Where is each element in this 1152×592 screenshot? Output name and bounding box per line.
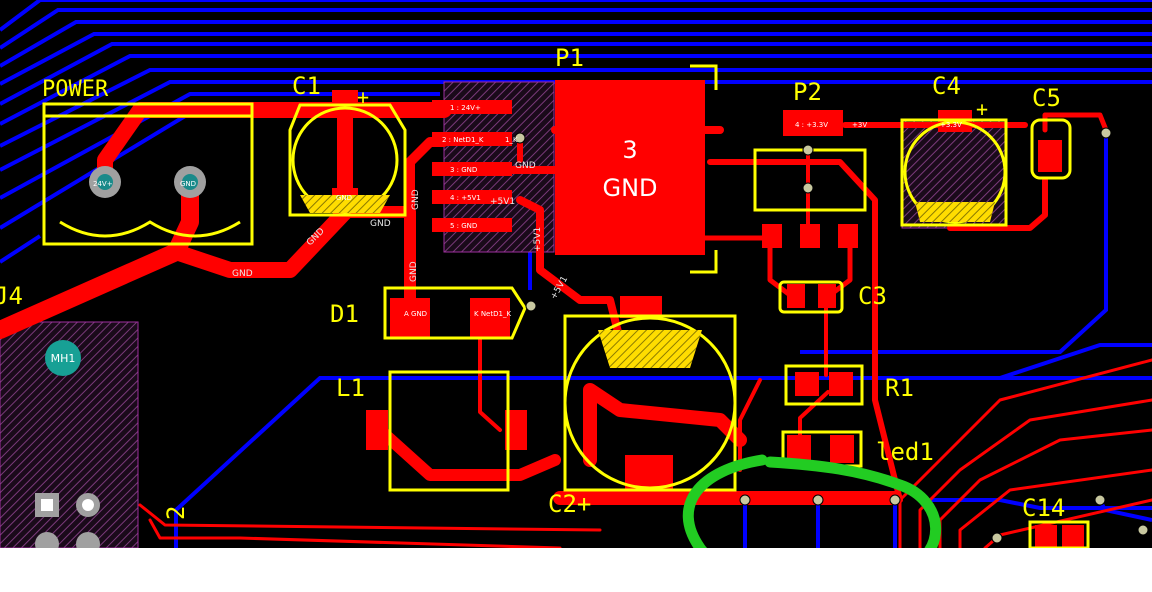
label-led1: led1 [876,438,934,466]
via [525,300,537,312]
via [514,132,526,144]
label-power: POWER [42,77,109,102]
label-partial: 2 [162,506,190,520]
power-connector-outline [42,102,254,246]
via [991,532,1003,544]
designators: POWER C1 + P1 P2 C4 + C5 C3 D1 L1 C2+ R1… [0,44,1065,522]
power-pads [35,166,206,548]
label-c1: C1 [292,72,321,100]
c1-pin-label: GND [336,194,352,202]
via [802,182,814,194]
net-label: +5V1 [533,227,543,252]
mounting-hole-label: MH1 [51,352,76,365]
p1-pin-3: 3 : GND [450,166,477,174]
c4-pin-tag: +3.3V [940,121,962,129]
vias [514,127,1149,544]
c1-outline [288,103,407,217]
label-j4: J4 [0,282,23,310]
p2-pin-tag: +3V [852,121,867,129]
p1-tab-pad [555,80,705,255]
label-c14: C14 [1022,494,1065,522]
power-pin-1-label: 24V+ [93,180,113,188]
c2-outline [563,314,737,492]
p2-pin-label: 4 : +3.3V [795,121,828,129]
pcb-layout: POWER C1 + P1 P2 C4 + C5 C3 D1 L1 C2+ R1… [0,0,1152,548]
label-c4: C4 [932,72,961,100]
c3-outline [778,280,844,314]
p1-pad-net: GND [602,174,657,202]
c5-outline [1030,118,1072,180]
power-pin-2-label: GND [180,180,196,188]
d1-outline [383,286,527,340]
pad-labels: 24V+ GND 1 : 24V+ 2 : NetD1_K 3 : GND 4 … [51,104,962,365]
label-l1: L1 [336,374,365,402]
label-c3: C3 [858,282,887,310]
net-label: GND [370,219,391,229]
p1-pin-5: 5 : GND [450,222,477,230]
via [812,494,824,506]
l1-outline [388,370,510,492]
net-label: GND [411,189,421,210]
mounting-hole [45,340,81,376]
p1-pin-2: 2 : NetD1_K [442,136,484,144]
pcb-board: POWER C1 + P1 P2 C4 + C5 C3 D1 L1 C2+ R1… [0,0,1152,548]
label-c1-polarity: + [357,85,369,109]
via [802,144,814,156]
label-r1: R1 [885,374,914,402]
via [889,494,901,506]
net-label: GND [232,269,253,279]
p1-pin-tag: 1_K [505,136,518,144]
bottom-layer-traces [0,0,1152,548]
d1-pad-k: K NetD1_K [474,310,511,318]
label-c5: C5 [1032,84,1061,112]
annotation-circle [682,454,942,548]
net-label: GND [409,261,419,282]
r1-outline [784,364,864,406]
p1-pad-number: 3 [622,136,637,164]
p1-pin-4: 4 : +5V1 [450,194,481,202]
polarity-marks [300,195,995,368]
p1-pad-text: 3 GND [602,136,657,202]
net-label: GND [515,161,536,171]
c4-outline [900,118,1008,227]
via [739,494,751,506]
c14-outline [1028,520,1090,548]
label-c2: C2+ [548,490,591,518]
via [1137,524,1149,536]
label-p2: P2 [793,78,822,106]
p1-pin-1: 1 : 24V+ [450,104,481,112]
top-pads [332,80,1084,548]
net-label: +5V1 [490,197,515,207]
label-p1: P1 [555,44,584,72]
via [1094,494,1106,506]
via [1100,127,1112,139]
d1-pad-a: A GND [404,310,427,318]
label-c4-polarity: + [976,97,988,121]
canvas-margin [0,548,1152,592]
label-d1: D1 [330,300,359,328]
